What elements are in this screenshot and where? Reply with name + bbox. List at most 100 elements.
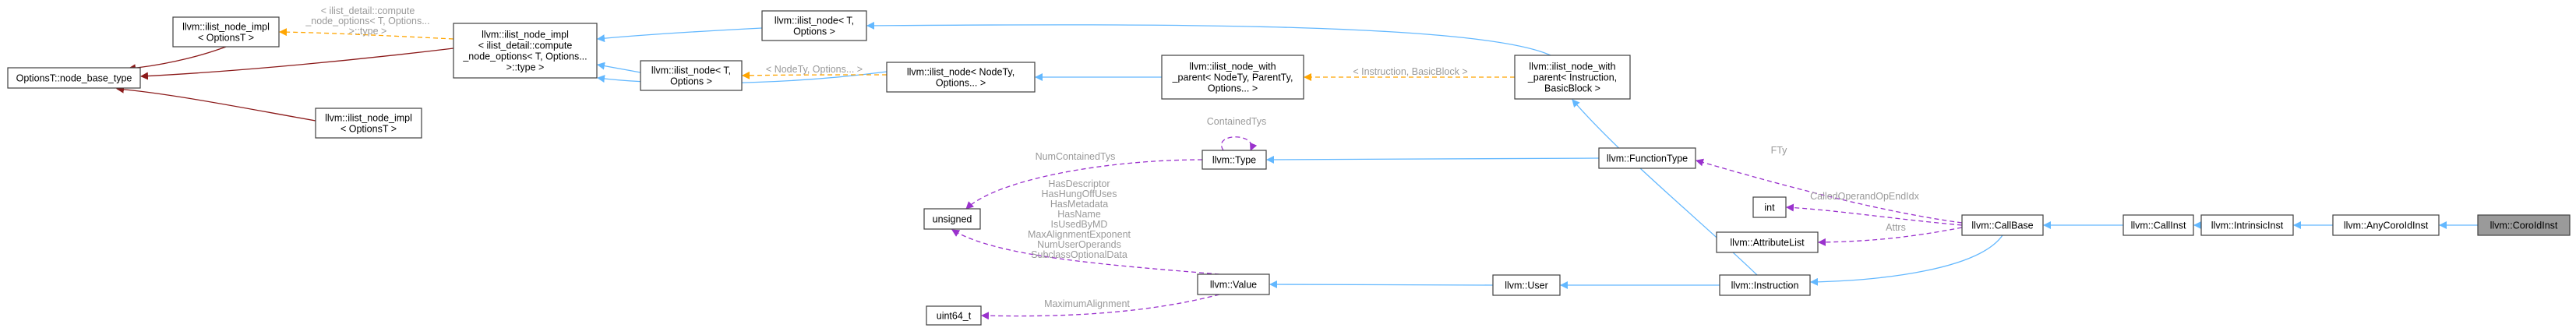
- edge-label-line: < NodeTy, Options... >: [766, 64, 863, 75]
- node-box: [2123, 214, 2194, 236]
- edge-impl-b-to-basetype: [116, 85, 316, 122]
- node-label-line: llvm::Instruction: [1731, 280, 1799, 291]
- edge-label-line: HasHungOffUses: [1041, 189, 1117, 199]
- node-label-line: llvm::CoroIdInst: [2490, 220, 2558, 231]
- edge-label-num-contained-tys: NumContainedTys: [1036, 151, 1116, 162]
- edge-label-compute-tmpl: < ilist_detail::compute_node_options< T,…: [305, 5, 429, 37]
- edge-label-line: SubclassOptionalData: [1031, 249, 1127, 260]
- node-label-line: llvm::FunctionType: [1607, 153, 1688, 164]
- class-node-callinst[interactable]: llvm::CallInst: [2123, 214, 2194, 236]
- node-box: [1202, 150, 1267, 170]
- class-node-function-type[interactable]: llvm::FunctionType: [1598, 147, 1696, 169]
- node-label-line: Options... >: [936, 78, 986, 89]
- node-label-line: < OptionsT >: [198, 33, 254, 44]
- node-label-line: >::type >: [506, 62, 545, 73]
- node-label-line: llvm::ilist_node< T,: [651, 65, 731, 76]
- node-label-line: _parent< Instruction,: [1527, 72, 1617, 83]
- node-label-line: llvm::AnyCoroIdInst: [2344, 220, 2429, 231]
- class-node-user[interactable]: llvm::User: [1492, 274, 1561, 296]
- class-node-callbase[interactable]: llvm::CallBase: [1961, 214, 2044, 236]
- class-node-node-impl-optionsT-b[interactable]: llvm::ilist_node_impl< OptionsT >: [315, 108, 422, 139]
- edge-callbase-to-instruction: [1810, 235, 2003, 286]
- node-label-line: unsigned: [933, 214, 972, 225]
- node-label-line: Options... >: [1208, 83, 1258, 94]
- edge-max-alignment-usage: [981, 294, 1220, 320]
- node-box: [761, 10, 867, 41]
- edge-label-line: HasName: [1057, 209, 1101, 220]
- node-box: [1492, 274, 1561, 296]
- class-node-ilist-node-with-parent-inst[interactable]: llvm::ilist_node_with_parent< Instructio…: [1514, 55, 1631, 100]
- node-box: [2200, 214, 2294, 236]
- edge-label-line: < ilist_detail::compute: [321, 5, 415, 16]
- class-node-uint64[interactable]: uint64_t: [926, 305, 982, 326]
- edge-t-top-to-compute: [597, 27, 763, 43]
- class-node-node-base-type[interactable]: OptionsT::node_base_type: [7, 67, 141, 89]
- node-label-line: llvm::ilist_node_impl: [325, 113, 412, 124]
- class-node-ilist-node-T-top[interactable]: llvm::ilist_node< T,Options >: [761, 10, 867, 41]
- edge-label-line: >::type >: [349, 26, 387, 37]
- class-node-node-impl-compute[interactable]: llvm::ilist_node_impl< ilist_detail::com…: [453, 23, 598, 79]
- edge-user-to-value: [1269, 280, 1494, 289]
- edge-label-line: < Instruction, BasicBlock >: [1353, 66, 1467, 77]
- class-node-value[interactable]: llvm::Value: [1197, 273, 1270, 295]
- node-label-line: llvm::CallBase: [1971, 220, 2033, 231]
- edge-called-operand-usage: [1786, 203, 1963, 226]
- edge-label-line: NumUserOperands: [1037, 239, 1121, 250]
- node-box: [1752, 196, 1787, 218]
- node-label-line: _parent< NodeTy, ParentTy,: [1172, 72, 1293, 83]
- edge-label-inst-bb: < Instruction, BasicBlock >: [1353, 66, 1467, 77]
- node-box: [172, 16, 280, 48]
- node-box: [1716, 231, 1819, 253]
- edge-label-called-operand: CalledOperandOpEndIdx: [1810, 191, 1919, 202]
- edge-attrs-usage: [1818, 227, 1963, 246]
- node-label-line: llvm::Type: [1212, 155, 1256, 166]
- class-node-ilist-node-T-mid[interactable]: llvm::ilist_node< T,Options >: [640, 60, 743, 91]
- edge-label-line: MaxAlignmentExponent: [1028, 229, 1131, 240]
- node-box: [2477, 214, 2571, 236]
- class-node-type[interactable]: llvm::Type: [1202, 150, 1267, 170]
- edge-label-attrs: Attrs: [1886, 222, 1906, 233]
- node-label-line: llvm::ilist_node< NodeTy,: [907, 67, 1015, 78]
- class-node-ilist-node-NodeTy[interactable]: llvm::ilist_node< NodeTy,Options... >: [886, 62, 1036, 93]
- edge-label-fty: FTy: [1771, 145, 1788, 156]
- edge-label-contained-tys: ContainedTys: [1207, 116, 1266, 127]
- node-label-line: _node_options< T, Options...: [462, 51, 587, 62]
- node-label-line: int: [1764, 203, 1775, 213]
- node-label-line: llvm::ilist_node_impl: [182, 22, 270, 33]
- class-node-ilist-node-with-parent-generic[interactable]: llvm::ilist_node_with_parent< NodeTy, Pa…: [1161, 55, 1304, 100]
- class-node-unsigned[interactable]: unsigned: [923, 208, 981, 230]
- edge-label-line: ContainedTys: [1207, 116, 1266, 127]
- node-box: [315, 108, 422, 139]
- edge-contained-tys-usage: [1221, 136, 1258, 151]
- node-box: [1598, 147, 1696, 169]
- class-node-intrinsicinst[interactable]: llvm::IntrinsicInst: [2200, 214, 2294, 236]
- node-box: [7, 67, 141, 89]
- node-box: [1961, 214, 2044, 236]
- node-box: [923, 208, 981, 230]
- class-node-int[interactable]: int: [1752, 196, 1787, 218]
- edge-label-max-alignment: MaximumAlignment: [1044, 298, 1130, 309]
- class-node-instruction[interactable]: llvm::Instruction: [1719, 274, 1811, 296]
- class-node-node-impl-optionsT-a[interactable]: llvm::ilist_node_impl< OptionsT >: [172, 16, 280, 48]
- node-box: [453, 23, 598, 79]
- node-label-line: BasicBlock >: [1544, 83, 1600, 94]
- edge-label-line: _node_options< T, Options...: [305, 16, 429, 26]
- node-box: [886, 62, 1036, 93]
- node-label-line: < OptionsT >: [341, 124, 397, 135]
- class-node-anycoroidinst[interactable]: llvm::AnyCoroIdInst: [2332, 214, 2440, 236]
- edge-label-value-fields: HasDescriptorHasHungOffUsesHasMetadataHa…: [1028, 178, 1131, 260]
- node-box: [1719, 274, 1811, 296]
- class-node-coroidinst[interactable]: llvm::CoroIdInst: [2477, 214, 2571, 236]
- node-box: [1197, 273, 1270, 295]
- edge-functiontype-to-type: [1266, 155, 1600, 164]
- edge-label-line: Attrs: [1886, 222, 1906, 233]
- edge-t-mid-to-compute: [597, 62, 641, 73]
- edge-instruction-to-nodewithparent: [1572, 99, 1758, 276]
- edge-inst-parent-to-t-top: [866, 21, 1551, 56]
- edge-label-line: MaximumAlignment: [1044, 298, 1130, 309]
- edge-label-line: CalledOperandOpEndIdx: [1810, 191, 1919, 202]
- node-label-line: Options >: [793, 26, 835, 37]
- class-node-attribute-list[interactable]: llvm::AttributeList: [1716, 231, 1819, 253]
- node-label-line: llvm::ilist_node_impl: [482, 30, 569, 41]
